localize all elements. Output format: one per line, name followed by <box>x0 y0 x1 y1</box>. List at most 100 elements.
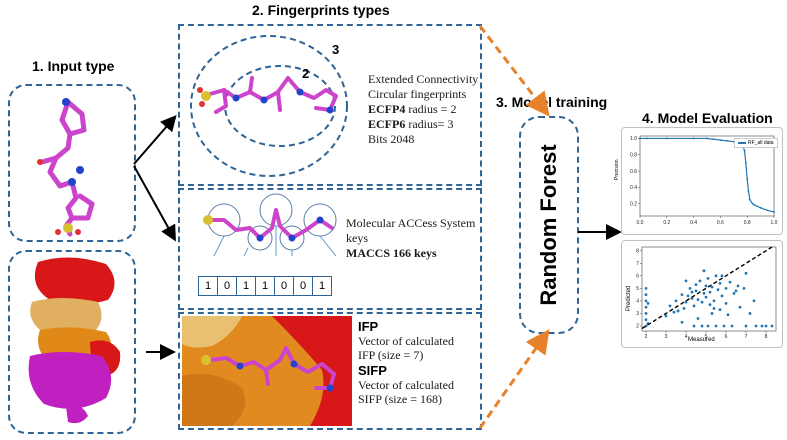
model-evaluation-title: 4. Model Evaluation <box>642 110 773 126</box>
scatter-data-point <box>674 299 678 303</box>
scatter-data-point <box>708 290 712 294</box>
scatter-data-point <box>684 300 688 304</box>
pr-y-tick-label: 0.4 <box>630 185 637 191</box>
scatter-data-point <box>730 324 734 328</box>
input-ligand-box <box>8 84 136 242</box>
maccs-box: 1 0 1 1 0 0 1 Molecular ACCess System ke… <box>178 188 482 310</box>
ifp-box: IFP Vector of calculated IFP (size = 7) … <box>178 312 482 430</box>
maccs-bit-vector: 1 0 1 1 0 0 1 <box>198 276 332 296</box>
sifp-name: SIFP <box>358 363 387 378</box>
scatter-x-tick-label: 5 <box>705 334 708 340</box>
scatter-data-point <box>770 324 774 328</box>
pr-data-point <box>706 137 708 140</box>
scatter-data-point <box>696 298 700 302</box>
scatter-data-point <box>686 294 690 298</box>
scatter-y-tick-label: 3 <box>636 311 639 317</box>
ecfp-circles-diagram <box>190 35 348 177</box>
pr-y-tick-label: 0.8 <box>630 152 637 158</box>
scatter-data-point <box>744 271 748 275</box>
scatter-data-point <box>732 291 736 295</box>
scatter-data-point <box>690 290 694 294</box>
arrow-ecfp-to-model <box>478 25 550 117</box>
ecfp6-radius: radius= 3 <box>405 117 454 131</box>
pr-y-tick-label: 0.2 <box>630 201 637 207</box>
ecfp4-name: ECFP4 <box>368 102 406 116</box>
scatter-data-point <box>708 303 712 307</box>
scatter-data-point <box>738 305 742 309</box>
scatter-data-point <box>716 288 720 292</box>
input-type-title: 1. Input type <box>32 58 115 74</box>
maccs-line-1: Molecular ACCess System <box>346 216 476 230</box>
scatter-data-point <box>680 293 684 297</box>
pr-x-tick-label: 0.4 <box>690 220 697 226</box>
scatter-data-point <box>644 286 648 290</box>
scatter-data-point <box>700 324 704 328</box>
scatter-data-point <box>672 310 676 314</box>
scatter-data-point <box>702 291 706 295</box>
scatter-x-tick-label: 2 <box>645 334 648 340</box>
ecfp-radius-2-label: 2 <box>302 66 310 81</box>
scatter-data-point <box>710 285 714 289</box>
scatter-data-point <box>676 309 680 313</box>
scatter-data-point <box>688 286 692 290</box>
scatter-data-point <box>704 295 708 299</box>
pr-data-point <box>766 209 769 212</box>
maccs-substructure-diagram <box>203 193 337 257</box>
scatter-data-point <box>692 324 696 328</box>
pr-y-axis-label: Precision <box>614 159 620 180</box>
ecfp6-line: ECFP6 radius= 3 <box>368 117 480 132</box>
scatter-data-point <box>696 317 700 320</box>
scatter-x-tick-label: 3 <box>665 334 668 340</box>
arrow-ifp-to-model <box>478 329 550 429</box>
input-protein-box <box>8 250 136 434</box>
ecfp4-line: ECFP4 radius = 2 <box>368 102 480 117</box>
ligand-molecule-image <box>37 98 95 237</box>
maccs-bit: 1 <box>198 276 218 296</box>
pr-data-point <box>751 202 754 205</box>
maccs-bit: 1 <box>237 276 256 296</box>
pr-legend-swatch <box>738 142 746 144</box>
maccs-bit: 0 <box>294 276 313 296</box>
pr-x-tick-label: 1.0 <box>771 220 778 226</box>
ecfp-description: Extended Connectivity Circular fingerpri… <box>368 72 480 147</box>
maccs-keys: MACCS 166 keys <box>346 246 437 260</box>
pr-y-tick-label: 0.6 <box>630 169 637 175</box>
pr-data-point <box>743 149 746 152</box>
scatter-data-point <box>742 286 746 290</box>
scatter-data-point <box>726 313 730 317</box>
maccs-bit: 0 <box>275 276 294 296</box>
pr-legend-label: RF_all data <box>748 140 774 146</box>
scatter-x-tick-label: 8 <box>765 334 768 340</box>
scatter-data-point <box>682 307 686 310</box>
scatter-data-point <box>706 324 710 328</box>
pr-x-tick-label: 0.8 <box>744 220 751 226</box>
scatter-reference-line <box>641 246 773 330</box>
scatter-data-point <box>706 276 710 280</box>
maccs-bit: 1 <box>313 276 332 296</box>
pr-data-point <box>719 139 722 141</box>
pr-data-point <box>665 137 668 140</box>
ifp-line-1: Vector of calculated <box>358 334 454 348</box>
scatter-data-point <box>698 279 702 283</box>
maccs-bit: 1 <box>256 276 275 296</box>
scatter-data-point <box>694 289 698 293</box>
scatter-data-point <box>728 280 732 284</box>
maccs-bit: 0 <box>218 276 237 296</box>
scatter-x-tick-label: 6 <box>725 334 728 340</box>
pr-data-point <box>726 139 728 142</box>
pr-data-point <box>645 137 648 140</box>
pr-data-point <box>639 137 641 140</box>
scatter-data-point <box>712 299 716 303</box>
ifp-binding-pocket-image <box>182 316 352 426</box>
scatter-data-point <box>646 302 650 305</box>
scatter-data-point <box>702 269 706 273</box>
scatter-data-point <box>722 324 726 328</box>
scatter-data-point <box>644 318 648 322</box>
scatter-y-tick-label: 6 <box>636 274 639 280</box>
scatter-data-point <box>644 305 648 309</box>
scatter-plot-frame <box>641 246 777 332</box>
scatter-data-point <box>664 314 668 318</box>
